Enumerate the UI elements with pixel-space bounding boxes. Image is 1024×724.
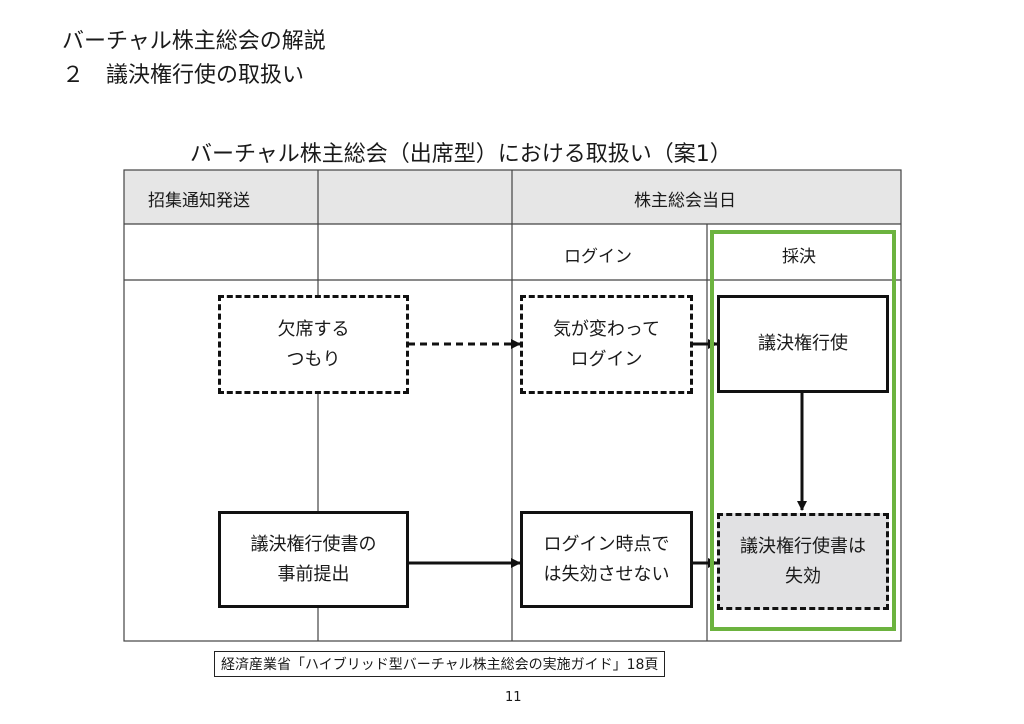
- col-header-meeting-day: 株主総会当日: [634, 191, 736, 211]
- col-header-notice: 招集通知発送: [148, 191, 250, 211]
- box-no-invalidate-text: ログイン時点で は失効させない: [543, 533, 670, 585]
- header-line-2: ２ 議決権行使の取扱い: [62, 63, 305, 88]
- box-absent-plan: 欠席する つもり: [218, 295, 409, 394]
- box-proxy-invalid-text: 議決権行使書は 失効: [740, 535, 866, 587]
- box-changed-mind-login: 気が変わって ログイン: [520, 295, 693, 394]
- diagram-title: バーチャル株主総会（出席型）における取扱い（案1）: [190, 142, 732, 167]
- box-proxy-submit-text: 議決権行使書の 事前提出: [250, 533, 377, 585]
- box-proxy-invalid: 議決権行使書は 失効: [717, 513, 889, 610]
- box-absent-plan-text: 欠席する つもり: [277, 318, 350, 370]
- page-number: 11: [505, 690, 522, 705]
- header-line-1: バーチャル株主総会の解説: [62, 29, 326, 54]
- box-no-invalidate: ログイン時点で は失効させない: [520, 511, 693, 608]
- sub-header-vote: 採決: [782, 247, 816, 267]
- source-citation: 経済産業省「ハイブリッド型バーチャル株主総会の実施ガイド」18頁: [214, 651, 666, 677]
- sub-header-login: ログイン: [564, 247, 632, 267]
- box-vote: 議決権行使: [717, 295, 889, 393]
- box-changed-mind-login-text: 気が変わって ログイン: [552, 318, 661, 370]
- vote-highlight-frame: [710, 230, 896, 631]
- box-proxy-submit: 議決権行使書の 事前提出: [218, 511, 409, 608]
- box-vote-text: 議決権行使: [758, 333, 848, 354]
